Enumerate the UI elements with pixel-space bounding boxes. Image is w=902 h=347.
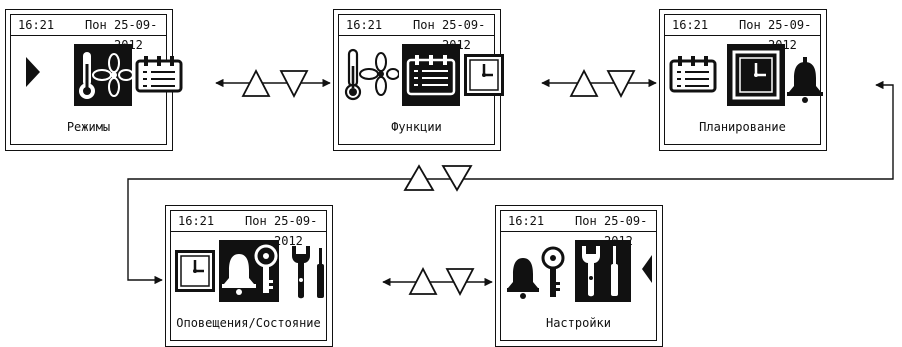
status-day: Пон (413, 18, 435, 32)
menu-icons-row (501, 240, 656, 304)
status-date: 25-09-2012 (274, 214, 318, 248)
screen-modes: 16:21 Пон 25-09-2012 (5, 9, 183, 151)
screen-planning: 16:21 Пон 25-09-2012 (659, 9, 827, 151)
thermometer-fan-icon[interactable] (343, 46, 399, 104)
wrench-icon[interactable] (288, 244, 326, 300)
status-time: 16:21 (672, 18, 709, 32)
screen-title: Оповещения/Состояние (176, 316, 321, 330)
nav-connector-4 (382, 267, 493, 296)
menu-icons-row (11, 44, 183, 108)
clock-icon[interactable] (175, 250, 215, 292)
bell-icon[interactable] (787, 48, 823, 104)
screen-title: Функции (391, 120, 442, 134)
bell-icon[interactable] (507, 244, 567, 300)
up-triangle-icon[interactable] (408, 267, 438, 295)
status-time: 16:21 (18, 18, 55, 32)
status-day: Пон (85, 18, 107, 32)
up-triangle-icon[interactable] (403, 164, 435, 191)
screen-display: 16:21 Пон 25-09-2012 (338, 14, 504, 145)
arrow-left-icon[interactable] (641, 254, 653, 284)
wrench-icon[interactable] (575, 240, 631, 302)
status-bar: 16:21 Пон 25-09-2012 (665, 15, 820, 52)
menu-icons-row (339, 44, 504, 108)
status-day: Пон (575, 214, 597, 228)
screen-functions: 16:21 Пон 25-09-2012 (333, 9, 504, 151)
screen-alerts-status: 16:21 Пон 25-09-2012 (165, 205, 333, 347)
calendar-icon[interactable] (669, 55, 717, 93)
status-day: Пон (245, 214, 267, 228)
calendar-icon[interactable] (402, 44, 460, 106)
nav-connector-2 (541, 69, 657, 98)
menu-icons-row (171, 240, 326, 304)
status-bar: 16:21 Пон 25-09-2012 (339, 15, 494, 52)
status-time: 16:21 (346, 18, 383, 32)
nav-connector-3 (127, 80, 894, 285)
nav-connector-1 (215, 69, 331, 98)
status-bar: 16:21 Пон 25-09-2012 (171, 211, 326, 248)
bell-icon[interactable] (219, 240, 279, 302)
screen-title: Планирование (699, 120, 786, 134)
thermometer-fan-icon[interactable] (74, 44, 132, 106)
screen-title: Режимы (66, 120, 111, 134)
screen-display: 16:21 Пон 25-09-2012 (500, 210, 657, 341)
menu-icons-row (665, 44, 823, 108)
screen-title: Настройки (545, 316, 612, 330)
down-triangle-icon[interactable] (441, 165, 473, 192)
status-day: Пон (739, 18, 761, 32)
down-triangle-icon[interactable] (445, 268, 475, 296)
screen-settings: 16:21 Пон 25-09-2012 (495, 205, 663, 347)
status-time: 16:21 (508, 214, 545, 228)
status-time: 16:21 (178, 214, 215, 228)
screen-display: 16:21 Пон 25-09-2012 (10, 14, 183, 145)
screen-display: 16:21 Пон 25-09-2012 (664, 14, 823, 145)
calendar-icon[interactable] (135, 55, 183, 93)
clock-icon[interactable] (464, 54, 504, 96)
clock-icon[interactable] (727, 44, 785, 106)
arrow-right-icon[interactable] (25, 56, 41, 88)
status-bar: 16:21 Пон 25-09-2012 (501, 211, 656, 248)
screen-display: 16:21 Пон 25-09-2012 (170, 210, 327, 341)
status-bar: 16:21 Пон 25-09-2012 (11, 15, 166, 52)
